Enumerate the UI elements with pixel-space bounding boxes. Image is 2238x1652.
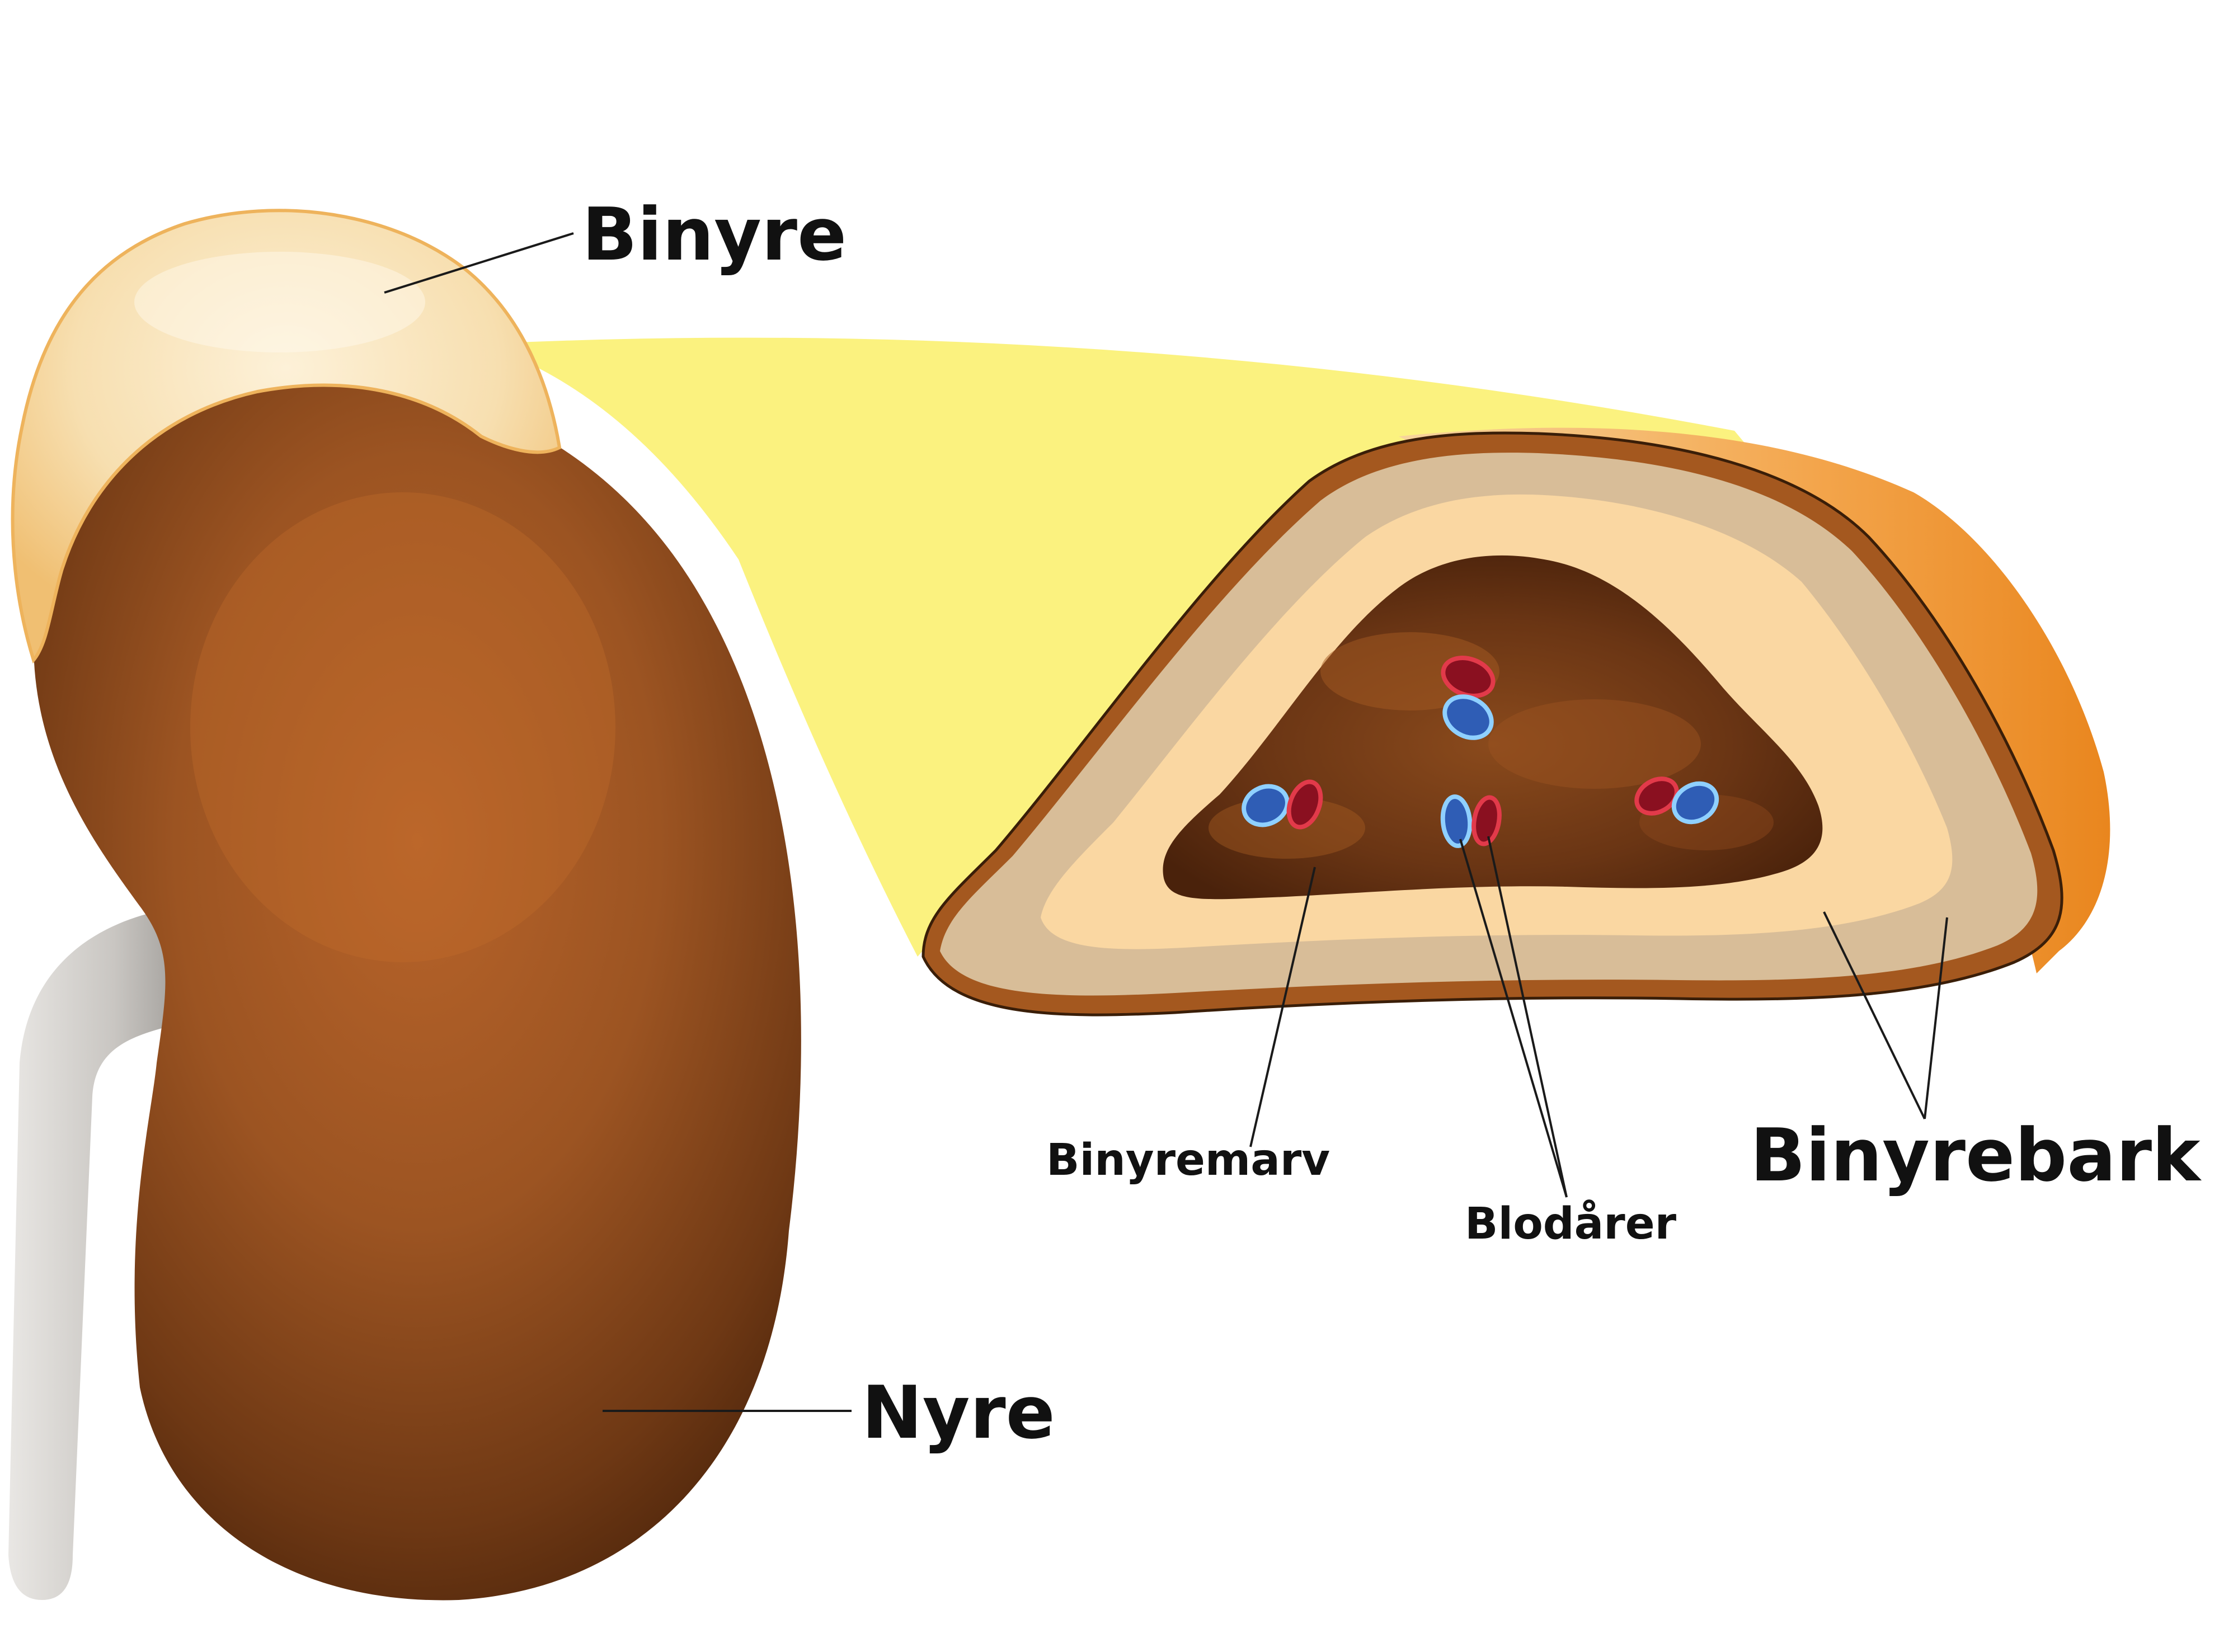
label-nyre: Nyre bbox=[862, 1370, 1055, 1455]
label-binyremarv: Binyremarv bbox=[1046, 1135, 1330, 1185]
label-binyrebark: Binyrebark bbox=[1750, 1113, 2202, 1198]
medulla-mottling-2 bbox=[1488, 699, 1701, 789]
adrenal-texture bbox=[134, 252, 425, 352]
label-blodarer: Blodårer bbox=[1465, 1199, 1677, 1249]
kidney-sheen bbox=[190, 492, 615, 962]
label-binyre: Binyre bbox=[582, 192, 847, 277]
